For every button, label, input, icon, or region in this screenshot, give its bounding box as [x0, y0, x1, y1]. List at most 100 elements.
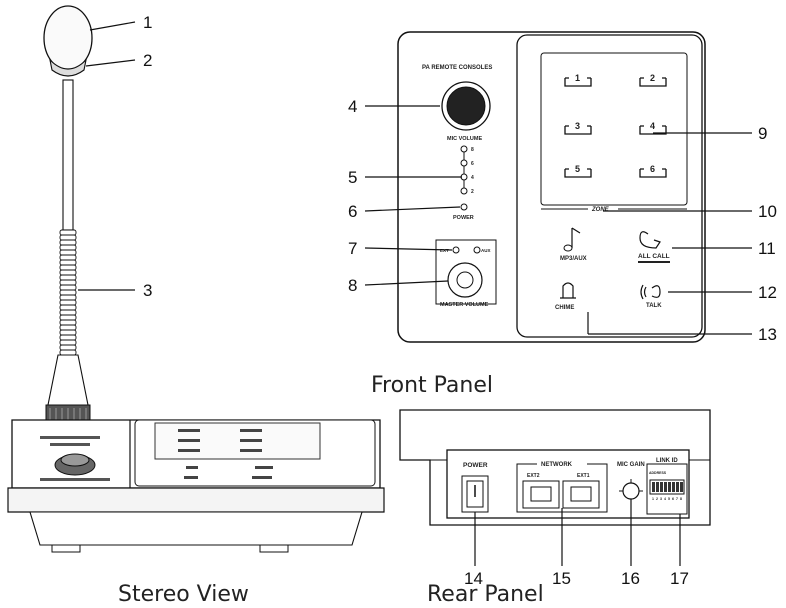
zone-button-6[interactable]: 6: [639, 164, 667, 178]
dip-number-7: 7: [676, 497, 678, 501]
base-foot-right: [259, 544, 289, 553]
input-aux-led: [473, 246, 481, 254]
callout-1: 1: [143, 13, 152, 32]
mic-volume-label: MIC VOLUME: [447, 136, 482, 142]
console-title: PA REMOTE CONSOLES: [422, 65, 492, 71]
front-panel: PA REMOTE CONSOLES MIC VOLUME 8 6 4 2 PO…: [397, 31, 706, 343]
gooseneck-collar: [47, 354, 89, 406]
all-call-button[interactable]: ALL CALL: [638, 231, 670, 263]
callout-12: 12: [758, 283, 777, 302]
talk-label: TALK: [646, 303, 662, 309]
svg-text:6: 6: [471, 161, 474, 167]
dip-number-2: 2: [656, 497, 658, 501]
chime-button[interactable]: CHIME: [555, 282, 576, 311]
dip-number-6: 6: [672, 497, 674, 501]
svg-text:ADDRESS: ADDRESS: [649, 471, 667, 475]
svg-text:EXT: EXT: [440, 248, 449, 253]
callout-13: 13: [758, 325, 777, 344]
bell-icon: [560, 282, 576, 299]
callout-2: 2: [143, 51, 152, 70]
leader-lines: [78, 21, 752, 566]
callout-14: 14: [464, 569, 483, 588]
gooseneck: [59, 229, 77, 356]
dip-number-1: 1: [652, 497, 654, 501]
all-call-label: ALL CALL: [638, 253, 670, 260]
zone-button-1[interactable]: 1: [564, 73, 592, 87]
dip-number-8: 8: [680, 497, 682, 501]
zone-label-5: 5: [575, 164, 580, 174]
zone-label-4: 4: [650, 121, 655, 131]
dip-switch-1[interactable]: [652, 482, 655, 492]
dip-switch-2[interactable]: [656, 482, 659, 492]
dip-switch-5[interactable]: [668, 482, 671, 492]
zone-button-3[interactable]: 3: [564, 121, 592, 135]
callout-15: 15: [552, 569, 571, 588]
dip-number-5: 5: [668, 497, 670, 501]
chime-label: CHIME: [555, 305, 574, 311]
talk-button[interactable]: TALK: [640, 284, 662, 309]
console-base-edge: [7, 487, 385, 513]
rear-power-label: POWER: [463, 462, 488, 469]
level-led-8: [460, 145, 468, 153]
rear-panel: POWER NETWORK EXT2 EXT1 MIC GAIN LINK ID…: [399, 409, 711, 526]
mp3-aux-label: MP3/AUX: [560, 256, 587, 262]
svg-text:AUX: AUX: [481, 248, 491, 253]
microphone-grille-ring: [49, 58, 87, 77]
callout-17: 17: [670, 569, 689, 588]
link-id-label: LINK ID: [656, 458, 678, 464]
callout-3: 3: [143, 281, 152, 300]
zone-label-3: 3: [575, 121, 580, 131]
callout-10: 10: [758, 202, 777, 221]
callout-7: 7: [348, 239, 357, 258]
zone-window: [540, 52, 688, 206]
svg-text:4: 4: [471, 175, 474, 181]
caption-rear-panel: Rear Panel: [427, 582, 544, 607]
power-led-label: POWER: [453, 215, 474, 221]
input-ext-led: [452, 246, 460, 254]
zone-buttons: 1 2 3 4 5 6: [564, 73, 667, 178]
dip-switch-8[interactable]: [680, 482, 683, 492]
talk-icon: [651, 285, 661, 298]
callout-5: 5: [348, 168, 357, 187]
network-label: NETWORK: [541, 462, 573, 468]
stereo-view: [7, 5, 385, 553]
zone-button-4[interactable]: 4: [639, 121, 667, 135]
svg-text:EXT1: EXT1: [577, 473, 590, 479]
caption-front-panel: Front Panel: [371, 373, 493, 398]
dip-switch-4[interactable]: [664, 482, 667, 492]
zone-button-5[interactable]: 5: [564, 164, 592, 178]
dip-switch-7[interactable]: [676, 482, 679, 492]
svg-text:8: 8: [471, 147, 474, 153]
zone-label-1: 1: [575, 73, 580, 83]
dip-switch-6[interactable]: [672, 482, 675, 492]
callout-11: 11: [758, 239, 776, 258]
zone-label-6: 6: [650, 164, 655, 174]
all-call-icon: [639, 231, 661, 249]
zone-label: ZONE: [591, 207, 610, 213]
level-led-6: [460, 159, 468, 167]
power-led: [460, 203, 468, 211]
mic-socket-hole: [446, 86, 486, 126]
zone-button-2[interactable]: 2: [639, 73, 667, 87]
dip-switch-3[interactable]: [660, 482, 663, 492]
mp3-aux-button[interactable]: MP3/AUX: [560, 227, 587, 262]
svg-text:2: 2: [471, 189, 474, 195]
level-led-2: [460, 187, 468, 195]
caption-stereo-view: Stereo View: [118, 582, 249, 607]
callout-16: 16: [621, 569, 640, 588]
callout-4: 4: [348, 97, 357, 116]
callout-9: 9: [758, 124, 767, 143]
callout-6: 6: [348, 202, 357, 221]
microphone-head: [43, 5, 93, 71]
dip-number-4: 4: [664, 497, 666, 501]
mic-gain-label: MIC GAIN: [617, 462, 645, 468]
mic-gain-knob[interactable]: [622, 482, 640, 500]
svg-text:EXT2: EXT2: [527, 473, 540, 479]
console-base-bottom: [29, 511, 363, 546]
callout-numbers: 1 2 3 4 5 6 7 8 9 10 11 12 13 14 15 16 1…: [143, 13, 777, 588]
dip-number-3: 3: [660, 497, 662, 501]
base-foot-left: [51, 544, 81, 553]
